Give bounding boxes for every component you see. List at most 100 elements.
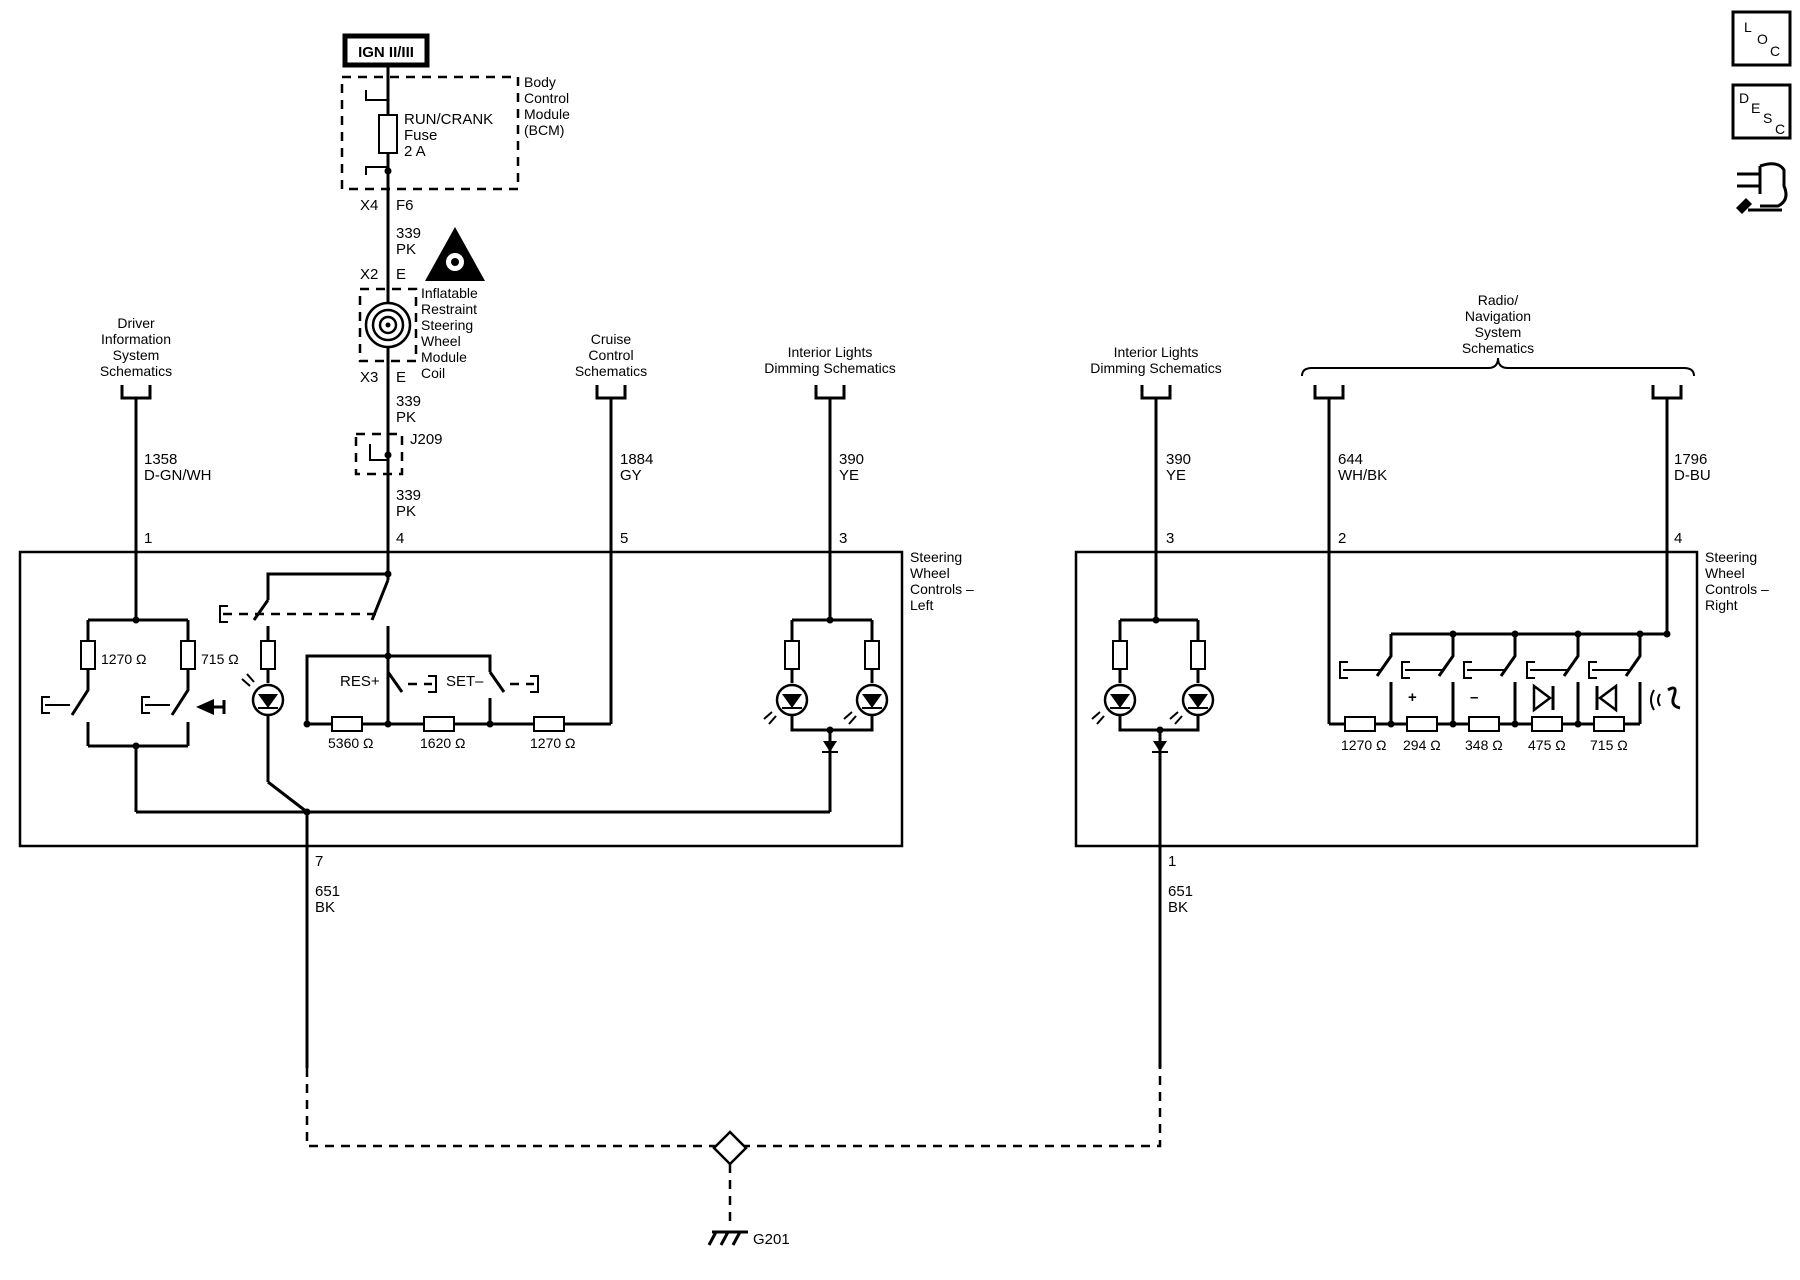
svg-text:2 A: 2 A	[404, 143, 426, 160]
wire-390-number-r: 390	[1166, 451, 1191, 468]
svg-text:(BCM): (BCM)	[524, 122, 564, 138]
label-1270-right: 1270 Ω	[1341, 737, 1387, 753]
conn-e-bot: E	[396, 369, 406, 386]
wire-339-color-a: PK	[396, 241, 416, 258]
resistor-715-left	[180, 640, 196, 670]
resistor-715-right	[1593, 716, 1625, 732]
right-module-label: Steering Wheel Controls – Right	[1705, 549, 1769, 613]
wire-339-number-b: 339	[396, 393, 421, 410]
conn-x4: X4	[360, 197, 378, 214]
ground-symbol-icon	[707, 1230, 748, 1246]
set-switch	[488, 671, 506, 693]
indicator-lamp-left-icon	[241, 673, 285, 717]
backlight-lamp-left-b-icon	[843, 683, 889, 725]
fuse-label: RUN/CRANK Fuse 2 A	[404, 111, 493, 160]
airbag-coil-label: Inflatable Restraint Steering Wheel Modu…	[421, 285, 478, 381]
wire-339-color-b: PK	[396, 409, 416, 426]
label-715-right: 715 Ω	[1590, 737, 1628, 753]
label-348: 348 Ω	[1465, 737, 1503, 753]
svg-text:O: O	[1757, 31, 1768, 47]
ref-cruise: Cruise Control Schematics	[575, 331, 647, 379]
stub-radio-a	[1313, 385, 1345, 400]
fuse-terminals	[365, 90, 388, 175]
steering-wheel-controls-left-box	[18, 550, 904, 848]
svg-text:Fuse: Fuse	[404, 127, 437, 144]
diode-right-icon	[1152, 741, 1168, 753]
desc-button[interactable]: D E S C	[1731, 83, 1792, 140]
svg-text:Dimming Schematics: Dimming Schematics	[764, 360, 895, 376]
wire-1358-color: D-GN/WH	[144, 467, 212, 484]
voice-command-icon	[1650, 686, 1681, 711]
radio-brace	[1301, 357, 1695, 377]
svg-text:RUN/CRANK: RUN/CRANK	[404, 111, 493, 128]
svg-text:Information: Information	[101, 331, 171, 347]
left-arrow-icon	[196, 699, 214, 715]
svg-text:C: C	[1770, 43, 1780, 59]
svg-text:Body: Body	[524, 74, 556, 90]
j209-splice-box	[354, 432, 404, 476]
wire-339-number-c: 339	[396, 487, 421, 504]
resistor-475	[1531, 716, 1563, 732]
ground-splice-diamond	[712, 1130, 748, 1166]
pin-r4: 4	[1674, 530, 1682, 547]
wire-651-color-l: BK	[315, 899, 335, 916]
pin-l1: 1	[144, 530, 152, 547]
pin-r1: 1	[1168, 853, 1176, 870]
wire-651-number-r: 651	[1168, 883, 1193, 900]
resistor-294	[1406, 716, 1438, 732]
pin-r3: 3	[1166, 530, 1174, 547]
svg-text:Radio/: Radio/	[1478, 292, 1519, 308]
loc-button[interactable]: L O C	[1731, 10, 1792, 67]
label-715-left: 715 Ω	[201, 651, 239, 667]
backlight-lamp-left-a-icon	[763, 683, 809, 725]
wire-1796-number: 1796	[1674, 451, 1707, 468]
pin-l3: 3	[839, 530, 847, 547]
svg-text:Steering: Steering	[910, 549, 962, 565]
wire-1796-color: D-BU	[1674, 467, 1711, 484]
stub-cruise	[595, 385, 627, 400]
bcm-label: Body Control Module (BCM)	[524, 74, 570, 138]
svg-text:Wheel: Wheel	[1705, 565, 1745, 581]
svg-text:Control: Control	[588, 347, 633, 363]
steering-wheel-controls-right-box	[1074, 550, 1699, 848]
j209-label: J209	[410, 431, 443, 448]
svg-text:Wheel: Wheel	[421, 333, 461, 349]
resistor-1270-cruise	[533, 716, 565, 732]
conn-e-top: E	[396, 266, 406, 283]
label-res: RES+	[340, 673, 380, 690]
svg-text:Right: Right	[1705, 597, 1738, 613]
label-475: 475 Ω	[1528, 737, 1566, 753]
label-1270-left-b: 1270 Ω	[530, 735, 576, 751]
seek-down-icon	[1595, 683, 1618, 713]
pin-l4: 4	[396, 530, 404, 547]
ref-dimming-right: Interior Lights Dimming Schematics	[1090, 344, 1221, 376]
wire-1358-number: 1358	[144, 451, 177, 468]
switch-actuator-dis-b	[141, 696, 170, 714]
volume-down-label: –	[1470, 689, 1478, 706]
label-294: 294 Ω	[1403, 737, 1441, 753]
clockspring-coil-icon	[364, 301, 412, 349]
pin-r2: 2	[1338, 530, 1346, 547]
label-1270-left-a: 1270 Ω	[101, 651, 147, 667]
dis-switches	[70, 669, 190, 748]
ref-driver-info: Driver Information System Schematics	[100, 315, 172, 379]
wire-339-color-c: PK	[396, 503, 416, 520]
svg-text:Schematics: Schematics	[100, 363, 172, 379]
label-set: SET–	[446, 673, 484, 690]
svg-text:Schematics: Schematics	[575, 363, 647, 379]
left-module-label: Steering Wheel Controls – Left	[910, 549, 974, 613]
wire-1884-color: GY	[620, 467, 642, 484]
airbag-warning-icon	[425, 227, 485, 281]
svg-text:D: D	[1739, 90, 1749, 106]
svg-text:Module: Module	[524, 106, 570, 122]
svg-text:C: C	[1775, 121, 1785, 137]
conn-f6: F6	[396, 197, 414, 214]
svg-text:Steering: Steering	[421, 317, 473, 333]
svg-text:L: L	[1744, 19, 1752, 35]
svg-text:Interior Lights: Interior Lights	[1114, 344, 1199, 360]
wire-651-color-r: BK	[1168, 899, 1188, 916]
svg-text:Wheel: Wheel	[910, 565, 950, 581]
wire-644-color: WH/BK	[1338, 467, 1387, 484]
svg-text:Control: Control	[524, 90, 569, 106]
connector-end-view-icon[interactable]	[1736, 162, 1788, 214]
